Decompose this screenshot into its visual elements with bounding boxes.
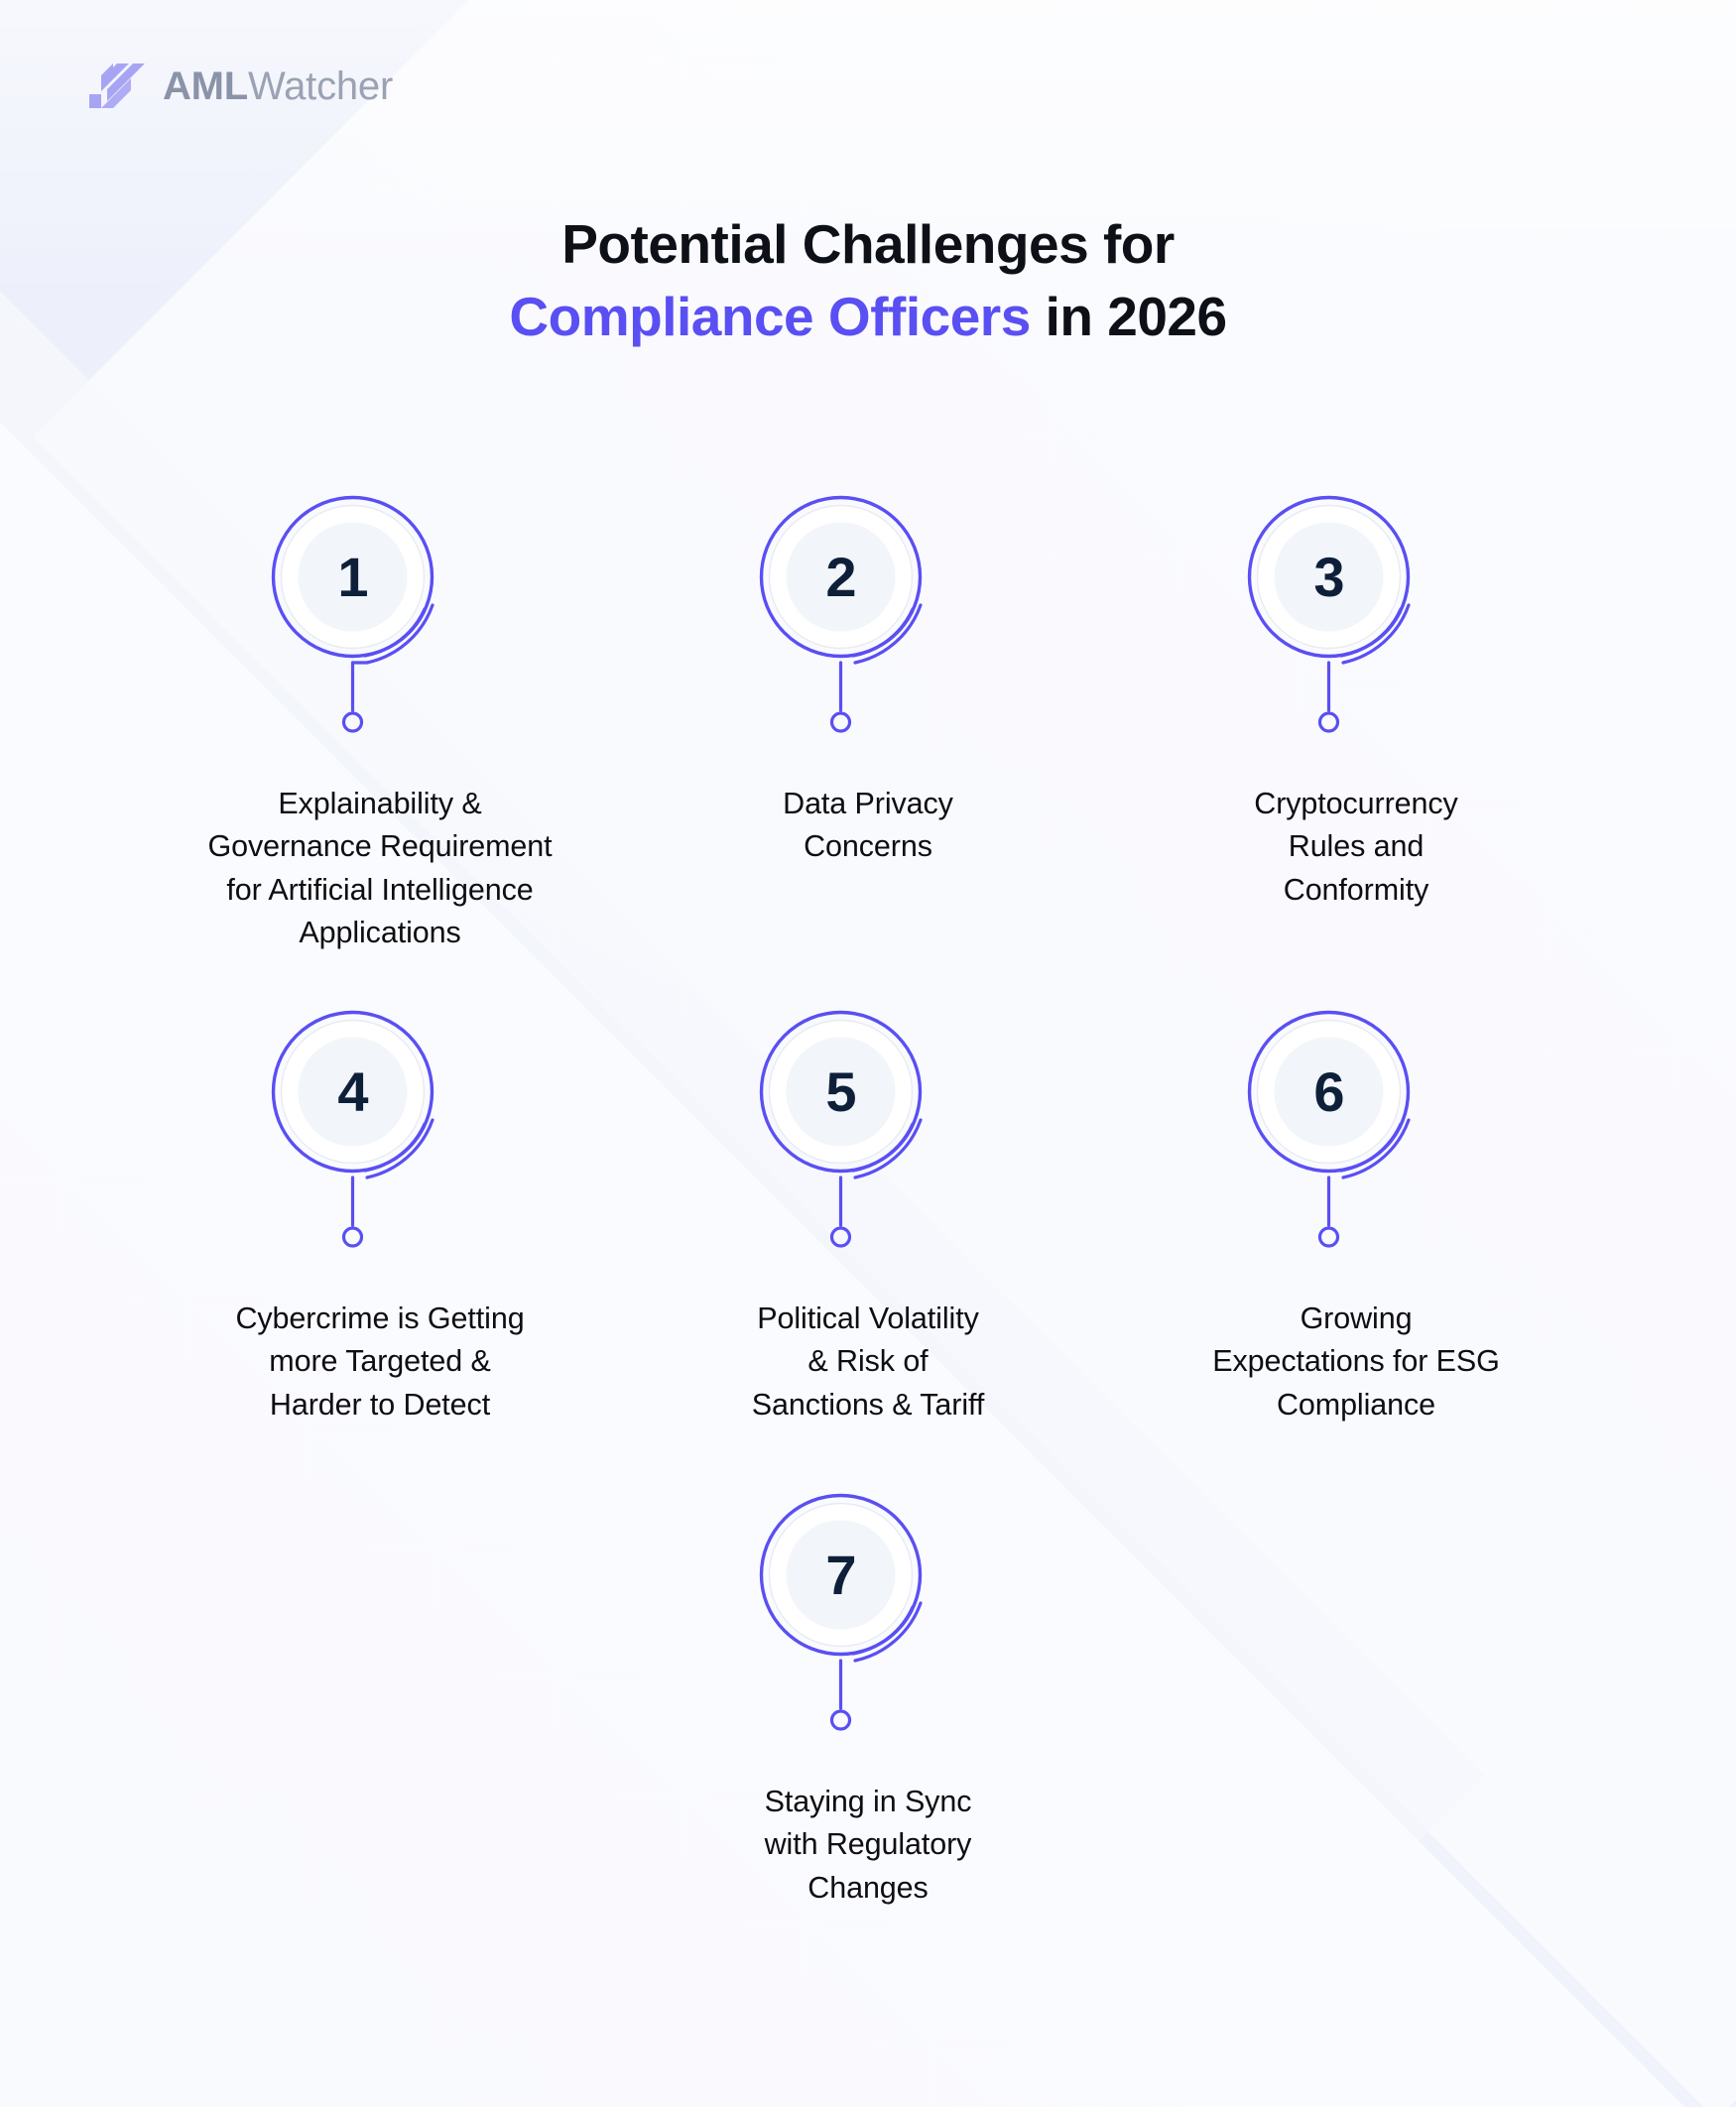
badge-ring-icon bbox=[1247, 1010, 1411, 1248]
badge-ring-icon bbox=[271, 495, 434, 733]
challenges-grid: 1 Explainability & Governance Requiremen… bbox=[0, 495, 1736, 1910]
challenge-caption-2: Data Privacy Concerns bbox=[783, 787, 953, 864]
title-rest-text: in 2026 bbox=[1030, 285, 1228, 347]
challenge-item-3[interactable]: 3 Cryptocurrency Rules and Conformity bbox=[1112, 495, 1600, 954]
badge-7: 7 bbox=[744, 1493, 992, 1756]
challenge-caption-5: Political Volatility & Risk of Sanctions… bbox=[751, 1301, 985, 1422]
badge-4: 4 bbox=[256, 1010, 504, 1273]
badge-3: 3 bbox=[1232, 495, 1480, 758]
title-line-2: Compliance Officers in 2026 bbox=[0, 281, 1736, 353]
badge-number-6: 6 bbox=[1313, 1059, 1344, 1123]
aml-watcher-logo-mark-icon bbox=[89, 63, 145, 108]
badge-ring-icon bbox=[759, 1010, 923, 1248]
badge-5: 5 bbox=[744, 1010, 992, 1273]
badge-ring-icon bbox=[1247, 495, 1411, 733]
challenge-item-2[interactable]: 2 Data Privacy Concerns bbox=[624, 495, 1112, 954]
challenge-item-6[interactable]: 6 Growing Expectations for ESG Complianc… bbox=[1112, 1010, 1600, 1426]
challenges-row-1: 1 Explainability & Governance Requiremen… bbox=[0, 495, 1736, 954]
challenge-caption-7: Staying in Sync with Regulatory Changes bbox=[764, 1785, 972, 1905]
badge-ring-icon bbox=[271, 1010, 434, 1248]
challenge-item-4[interactable]: 4 Cybercrime is Getting more Targeted & … bbox=[136, 1010, 624, 1426]
challenge-item-7[interactable]: 7 Staying in Sync with Regulatory Change… bbox=[624, 1493, 1112, 1910]
badge-6: 6 bbox=[1232, 1010, 1480, 1273]
badge-ring-icon bbox=[759, 1493, 923, 1731]
challenges-row-2: 4 Cybercrime is Getting more Targeted & … bbox=[0, 1010, 1736, 1426]
badge-number-2: 2 bbox=[825, 545, 856, 608]
badge-ring-icon bbox=[759, 495, 923, 733]
brand-logo: AMLWatcher bbox=[87, 62, 393, 111]
challenge-item-1[interactable]: 1 Explainability & Governance Requiremen… bbox=[136, 495, 624, 954]
challenge-caption-6: Growing Expectations for ESG Compliance bbox=[1212, 1301, 1500, 1422]
badge-number-4: 4 bbox=[337, 1059, 368, 1123]
badge-2: 2 bbox=[744, 495, 992, 758]
brand-name-light: Watcher bbox=[248, 64, 394, 108]
background-top-sheen bbox=[0, 0, 1736, 298]
title-line-1: Potential Challenges for bbox=[561, 213, 1175, 275]
title-accent-text: Compliance Officers bbox=[509, 285, 1031, 347]
challenge-caption-4: Cybercrime is Getting more Targeted & Ha… bbox=[235, 1301, 525, 1422]
page-title: Potential Challenges for Compliance Offi… bbox=[0, 208, 1736, 352]
badge-number-3: 3 bbox=[1313, 545, 1344, 608]
badge-number-1: 1 bbox=[337, 545, 368, 608]
badge-1: 1 bbox=[256, 495, 504, 758]
brand-name-bold: AML bbox=[163, 64, 249, 108]
brand-wordmark: AMLWatcher bbox=[163, 66, 393, 106]
challenge-caption-3: Cryptocurrency Rules and Conformity bbox=[1254, 787, 1458, 907]
badge-number-7: 7 bbox=[825, 1543, 856, 1606]
challenge-caption-1: Explainability & Governance Requirement … bbox=[207, 787, 553, 949]
challenges-row-3: 7 Staying in Sync with Regulatory Change… bbox=[0, 1493, 1736, 1910]
badge-number-5: 5 bbox=[825, 1059, 856, 1123]
challenge-item-5[interactable]: 5 Political Volatility & Risk of Sanctio… bbox=[624, 1010, 1112, 1426]
